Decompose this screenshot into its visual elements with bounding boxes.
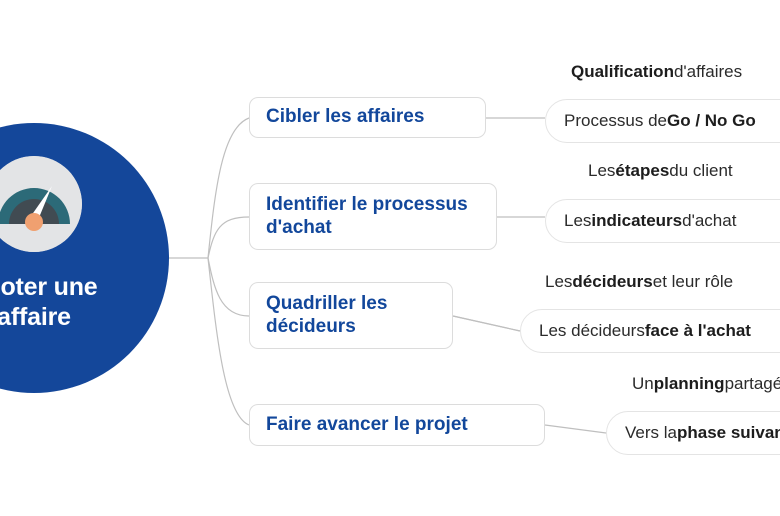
branch-node-quadriller-les-decideurs[interactable]: Quadriller les décideurs — [249, 282, 453, 349]
leaf-text-emphasis: phase suivante — [676, 422, 780, 442]
branch-node-label: Cibler les affaires — [266, 106, 425, 128]
leaf-node[interactable]: Un planning partagé — [632, 374, 780, 394]
leaf-text-emphasis: étapes — [615, 161, 670, 180]
leaf-node[interactable]: Les décideurs et leur rôle — [545, 272, 733, 292]
gauge-icon — [0, 156, 82, 252]
branch-node-label: Identifier le processus d'achat — [266, 194, 468, 238]
leaf-text-plain: Les — [588, 161, 616, 180]
leaf-text-plain: Vers la — [625, 422, 677, 442]
leaf-node[interactable]: Vers la phase suivante — [606, 411, 780, 455]
leaf-node[interactable]: Qualification d'affaires — [571, 62, 742, 82]
branch-node-faire-avancer-le-projet[interactable]: Faire avancer le projet — [249, 404, 545, 446]
center-node[interactable]: Piloter une affaire — [0, 123, 169, 393]
leaf-text-plain: Les décideurs — [539, 320, 645, 340]
leaf-text-emphasis: Go / No Go — [667, 110, 756, 130]
leaf-text-plain: Les — [545, 272, 573, 291]
leaf-node[interactable]: Processus de Go / No Go — [545, 99, 780, 143]
leaf-node[interactable]: Les étapes du client — [588, 161, 733, 181]
leaf-node[interactable]: Les décideurs face à l'achat — [520, 309, 780, 353]
leaf-text-emphasis: planning — [653, 374, 725, 393]
branch-node-label: Quadriller les décideurs — [266, 293, 388, 337]
leaf-text-emphasis: indicateurs — [591, 210, 683, 230]
leaf-text-emphasis: Qualification — [571, 62, 674, 81]
leaf-text-plain: d'affaires — [673, 62, 743, 81]
leaf-text-emphasis: face à l'achat — [644, 320, 751, 340]
branch-node-identifier-le-processus-dachat[interactable]: Identifier le processus d'achat — [249, 183, 497, 250]
leaf-text-plain: Processus de — [564, 110, 667, 130]
leaf-text-emphasis: décideurs — [572, 272, 653, 291]
branch-node-cibler-les-affaires[interactable]: Cibler les affaires — [249, 97, 486, 138]
leaf-node[interactable]: Les indicateurs d'achat — [545, 199, 780, 243]
center-node-label-line1: Piloter une — [0, 273, 98, 301]
center-node-label: Piloter une affaire — [0, 273, 169, 332]
center-node-label-line2: affaire — [0, 302, 71, 331]
branch-node-label: Faire avancer le projet — [266, 413, 468, 435]
leaf-text-plain: d'achat — [682, 210, 737, 230]
leaf-text-plain: Un — [632, 374, 654, 393]
leaf-text-plain: et leur rôle — [652, 272, 734, 291]
leaf-text-plain: Les — [564, 210, 592, 230]
leaf-text-plain: partagé — [724, 374, 780, 393]
leaf-text-plain: du client — [669, 161, 733, 180]
